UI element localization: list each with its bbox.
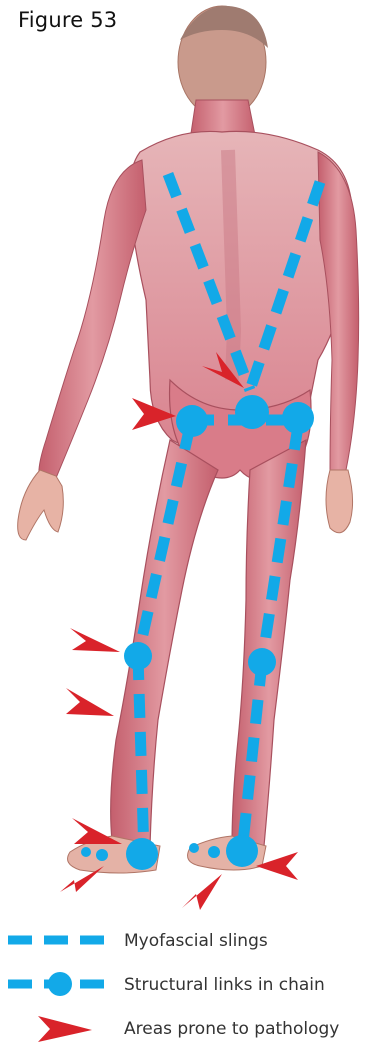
node-right-hip (282, 402, 314, 434)
node-left-toe-1 (81, 847, 91, 857)
left-arm (39, 160, 146, 480)
legend-label-links: Structural links in chain (124, 975, 325, 995)
legend-label-slings: Myofascial slings (124, 931, 268, 951)
left-leg (111, 440, 218, 846)
legend-item-pathology: Areas prone to pathology (0, 1008, 371, 1048)
red-arrowhead-icon (0, 1008, 120, 1048)
spine (228, 150, 234, 380)
left-hand (18, 470, 64, 540)
legend-label-pathology: Areas prone to pathology (124, 1019, 339, 1039)
dashed-line-icon (0, 920, 120, 960)
arrow-left-knee-upper (70, 628, 120, 652)
arrow-right-heel-lower (182, 874, 222, 910)
node-left-knee (124, 642, 152, 670)
node-right-toe-2 (208, 846, 220, 858)
right-hand (326, 470, 353, 533)
node-left-heel (126, 838, 158, 870)
node-left-hip (176, 405, 208, 437)
dashed-line-with-node-icon (0, 964, 120, 1004)
legend-item-links: Structural links in chain (0, 964, 371, 1004)
anatomy-figure (0, 0, 371, 916)
node-right-knee (248, 648, 276, 676)
node-right-toe-1 (189, 843, 199, 853)
right-leg (232, 440, 306, 846)
legend-item-slings: Myofascial slings (0, 920, 371, 960)
node-left-toe-2 (96, 849, 108, 861)
arrow-left-knee-lower (66, 688, 114, 716)
node-sacrum (235, 395, 269, 429)
node-right-heel (226, 835, 258, 867)
